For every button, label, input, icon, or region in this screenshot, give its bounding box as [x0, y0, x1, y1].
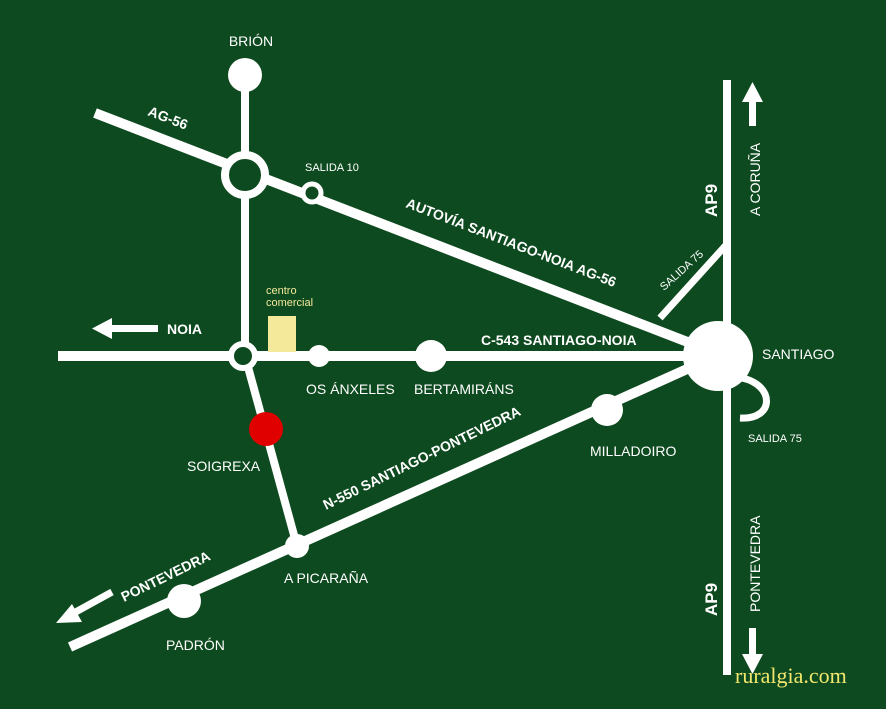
- soigrexa-label: SOIGREXA: [187, 458, 261, 474]
- brion-label: BRIÓN: [229, 33, 273, 49]
- coruna-arrow-icon: [742, 82, 763, 102]
- bertamirans-label: BERTAMIRÁNS: [414, 381, 514, 397]
- salida10-label: SALIDA 10: [305, 162, 359, 174]
- pontevedra-s-arrow-shaft: [749, 628, 756, 656]
- mall-label-line2: comercial: [266, 297, 313, 309]
- soigrexa-destination-marker: [249, 412, 283, 446]
- noia-junction-node: [228, 341, 258, 371]
- padron-label: PADRÓN: [166, 637, 225, 653]
- mall-marker: [268, 316, 296, 352]
- mall-label-line1: centro: [266, 285, 297, 297]
- c543-label: C-543 SANTIAGO-NOIA: [481, 332, 637, 348]
- noia-label: NOIA: [167, 321, 202, 337]
- ap9-bottom-label: AP9: [702, 583, 721, 616]
- os-anxeles-label: OS ÁNXELES: [306, 381, 395, 397]
- watermark: ruralgia.com: [735, 663, 847, 688]
- brion-node: [228, 58, 262, 92]
- salida75-link-ne: [657, 241, 730, 321]
- arrows: [56, 82, 763, 674]
- pontevedra-sw-arrow-icon: [56, 604, 82, 623]
- soigrexa-road: [241, 354, 301, 548]
- santiago-label: SANTIAGO: [762, 346, 834, 362]
- a-coruna-label: A CORUÑA: [747, 142, 763, 216]
- coruna-arrow-shaft: [749, 100, 756, 126]
- ag56-junction-node: [221, 151, 269, 199]
- salida75-loop: [739, 374, 770, 422]
- bertamirans-node: [415, 340, 447, 372]
- autovia-ag56-road: [93, 108, 718, 358]
- milladoiro-node: [591, 394, 623, 426]
- noia-arrow-icon: [92, 318, 112, 339]
- landmark-labels: centro comercial: [266, 285, 313, 309]
- nodes: [167, 58, 753, 618]
- pontevedra-sw-arrow-shaft: [70, 588, 114, 618]
- ap9-top-label: AP9: [702, 184, 721, 217]
- os-anxeles-node: [308, 345, 330, 367]
- salida10-node: [300, 181, 324, 205]
- pontevedra-s-label: PONTEVEDRA: [747, 515, 763, 612]
- salida75-se-label: SALIDA 75: [748, 433, 802, 445]
- a-picarana-label: A PICARAÑA: [284, 570, 369, 586]
- pontevedra-s-arrow-icon: [742, 654, 763, 674]
- padron-node: [167, 584, 201, 618]
- santiago-node: [683, 321, 753, 391]
- a-picarana-node: [285, 534, 309, 558]
- milladoiro-label: MILLADOIRO: [590, 443, 676, 459]
- noia-arrow-shaft: [110, 325, 158, 332]
